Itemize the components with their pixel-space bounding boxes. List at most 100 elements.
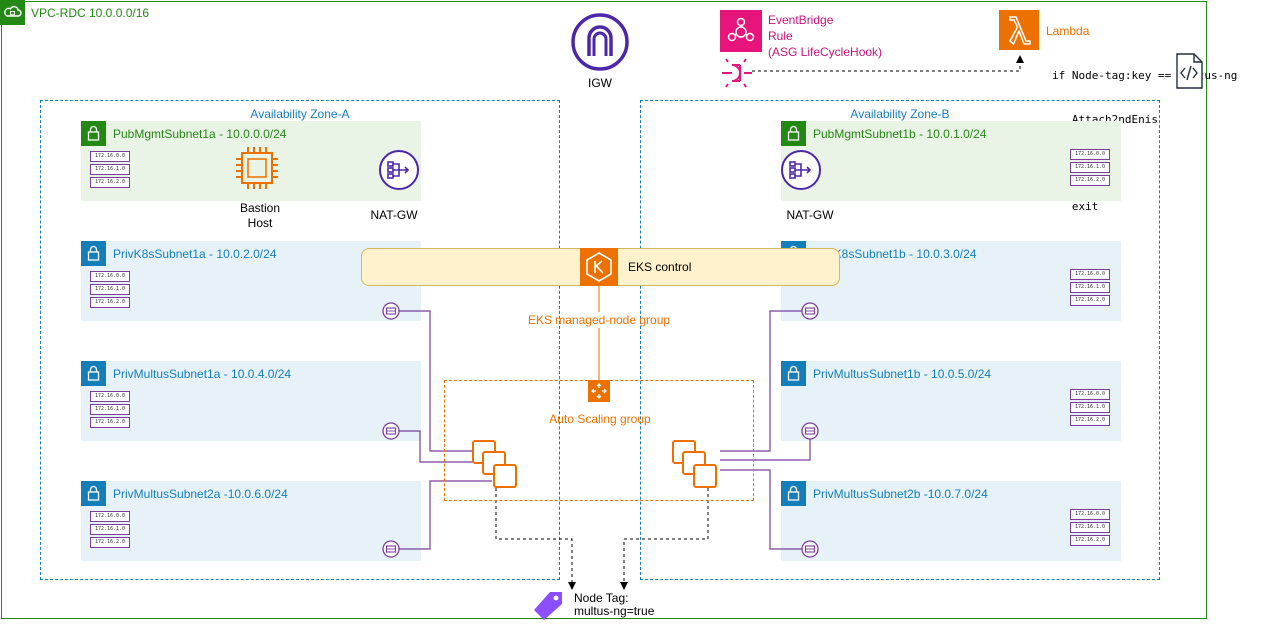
- route-table-icon: 172.16.0.0 172.16.1.0 172.16.2.0: [1070, 149, 1110, 188]
- route-entry: 172.16.1.0: [90, 524, 130, 535]
- route-entry: 172.16.2.0: [1070, 295, 1110, 306]
- eni-icon: [382, 540, 400, 558]
- priv-multus-subnet-2b-label: PrivMultusSubnet2b -10.0.7.0/24: [813, 487, 988, 501]
- priv-k8s-subnet-1b-label: PrivK8sSubnet1b - 10.0.3.0/24: [813, 247, 977, 261]
- eni-icon: [801, 422, 819, 440]
- nat-gateway-icon: [780, 149, 822, 191]
- priv-k8s-subnet-1a-label: PrivK8sSubnet1a - 10.0.2.0/24: [113, 247, 277, 261]
- route-entry: 172.16.0.0: [90, 151, 130, 162]
- route-entry: 172.16.1.0: [1070, 522, 1110, 533]
- eni-link-multus1-a: [398, 430, 482, 463]
- route-table-icon: 172.16.0.0 172.16.1.0 172.16.2.0: [90, 271, 130, 310]
- pub-mgmt-subnet-1a: [81, 121, 421, 201]
- route-entry: 172.16.1.0: [1070, 282, 1110, 293]
- eks-icon: [580, 248, 618, 286]
- eni-icon: [382, 422, 400, 440]
- ec2-instance-icon: [234, 145, 280, 191]
- bastion-line-1: Bastion: [239, 201, 281, 215]
- eni-link-k8s-a: [398, 310, 474, 452]
- eni-link-k8s-b: [720, 310, 804, 452]
- subnet-lock-icon: [781, 361, 806, 386]
- route-table-icon: 172.16.0.0 172.16.1.0 172.16.2.0: [90, 151, 130, 190]
- internet-gateway-icon: [570, 12, 630, 72]
- priv-multus-subnet-1a: [81, 361, 421, 441]
- nodes-a-to-tag-arrow: [495, 488, 576, 590]
- eventbridge-rule-label: EventBridge Rule (ASG LifeCycleHook): [768, 12, 882, 60]
- ec2-instance-stack-icon: [472, 440, 522, 490]
- eventbridge-hook-line: (ASG LifeCycleHook): [768, 45, 883, 59]
- priv-multus-subnet-1b: [781, 361, 1121, 441]
- eventbridge-rule-icon: [718, 55, 756, 91]
- bastion-line-2: Host: [247, 216, 273, 230]
- route-entry: 172.16.0.0: [90, 271, 130, 282]
- igw-label: IGW: [588, 76, 612, 90]
- route-entry: 172.16.1.0: [1070, 162, 1110, 173]
- nodes-b-to-tag-arrow: [620, 488, 709, 590]
- eni-icon: [382, 302, 400, 320]
- subnet-lock-icon: [81, 481, 106, 506]
- bastion-host-label: Bastion Host: [220, 201, 300, 231]
- route-entry: 172.16.0.0: [1070, 149, 1110, 160]
- priv-multus-subnet-2a-label: PrivMultusSubnet2a -10.0.6.0/24: [113, 487, 288, 501]
- lambda-title: Lambda: [1046, 24, 1090, 38]
- tag-icon: [530, 588, 566, 621]
- route-table-icon: 172.16.0.0 172.16.1.0 172.16.2.0: [1070, 269, 1110, 308]
- node-tag-line-1: Node Tag:: [574, 591, 629, 605]
- route-entry: 172.16.2.0: [90, 177, 130, 188]
- code-line-4: exit: [1052, 199, 1099, 213]
- priv-multus-subnet-1b-label: PrivMultusSubnet1b - 10.0.5.0/24: [813, 367, 992, 381]
- eks-managed-node-group-label: EKS managed-node group: [527, 313, 671, 327]
- lambda-icon: [999, 10, 1039, 50]
- eni-link-multus1-b: [720, 431, 811, 461]
- pub-mgmt-subnet-1b-label: PubMgmtSubnet1b - 10.0.1.0/24: [813, 127, 987, 141]
- route-table-icon: 172.16.0.0 172.16.1.0 172.16.2.0: [90, 511, 130, 550]
- vpc-label: VPC-RDC 10.0.0.0/16: [31, 6, 150, 20]
- route-entry: 172.16.0.0: [90, 391, 130, 402]
- az-b-label: Availability Zone-B: [850, 107, 950, 121]
- route-table-icon: 172.16.0.0 172.16.1.0 172.16.2.0: [1070, 509, 1110, 548]
- code-file-icon: [1175, 53, 1203, 89]
- priv-multus-subnet-2b: [781, 481, 1121, 561]
- asg-label: Auto Scaling group: [549, 412, 651, 426]
- eventbridge-rule-line: Rule: [768, 29, 793, 43]
- subnet-lock-icon: [81, 241, 106, 266]
- node-tag-line-2: multus-ng=true: [574, 604, 655, 618]
- route-entry: 172.16.0.0: [90, 511, 130, 522]
- route-entry: 172.16.1.0: [90, 284, 130, 295]
- pub-mgmt-subnet-1a-label: PubMgmtSubnet1a - 10.0.0.0/24: [113, 127, 287, 141]
- eventbridge-to-lambda-arrow: [752, 55, 1024, 72]
- az-a-label: Availability Zone-A: [250, 107, 350, 121]
- ec2-instance-stack-icon: [672, 440, 722, 490]
- availability-zone-b: [640, 100, 1160, 580]
- vpc-cloud-icon: [0, 0, 25, 25]
- eventbridge-icon: [720, 10, 762, 52]
- route-entry: 172.16.0.0: [1070, 269, 1110, 280]
- eventbridge-title: EventBridge: [768, 13, 834, 27]
- subnet-lock-icon: [81, 361, 106, 386]
- eks-control-label: EKS control: [628, 260, 692, 274]
- route-entry: 172.16.2.0: [90, 417, 130, 428]
- priv-multus-subnet-2a: [81, 481, 421, 561]
- subnet-lock-icon: [81, 121, 106, 146]
- subnet-lock-icon: [781, 481, 806, 506]
- route-entry: 172.16.1.0: [90, 164, 130, 175]
- eni-link-multus2-a: [398, 480, 492, 550]
- route-entry: 172.16.1.0: [90, 404, 130, 415]
- nat-gw-a-label: NAT-GW: [370, 208, 418, 222]
- eni-icon: [801, 540, 819, 558]
- availability-zone-a: [40, 100, 560, 580]
- route-entry: 172.16.0.0: [1070, 509, 1110, 520]
- route-entry: 172.16.0.0: [1070, 389, 1110, 400]
- auto-scaling-icon: [588, 380, 610, 402]
- subnet-lock-icon: [781, 121, 806, 146]
- eni-icon: [801, 302, 819, 320]
- route-table-icon: 172.16.0.0 172.16.1.0 172.16.2.0: [1070, 389, 1110, 428]
- route-entry: 172.16.1.0: [1070, 402, 1110, 413]
- node-tag-label: Node Tag: multus-ng=true: [574, 592, 654, 618]
- priv-multus-subnet-1a-label: PrivMultusSubnet1a - 10.0.4.0/24: [113, 367, 292, 381]
- route-entry: 172.16.2.0: [1070, 415, 1110, 426]
- route-entry: 172.16.2.0: [1070, 175, 1110, 186]
- vpc-container: [1, 1, 1207, 619]
- pub-mgmt-subnet-1b: [781, 121, 1121, 201]
